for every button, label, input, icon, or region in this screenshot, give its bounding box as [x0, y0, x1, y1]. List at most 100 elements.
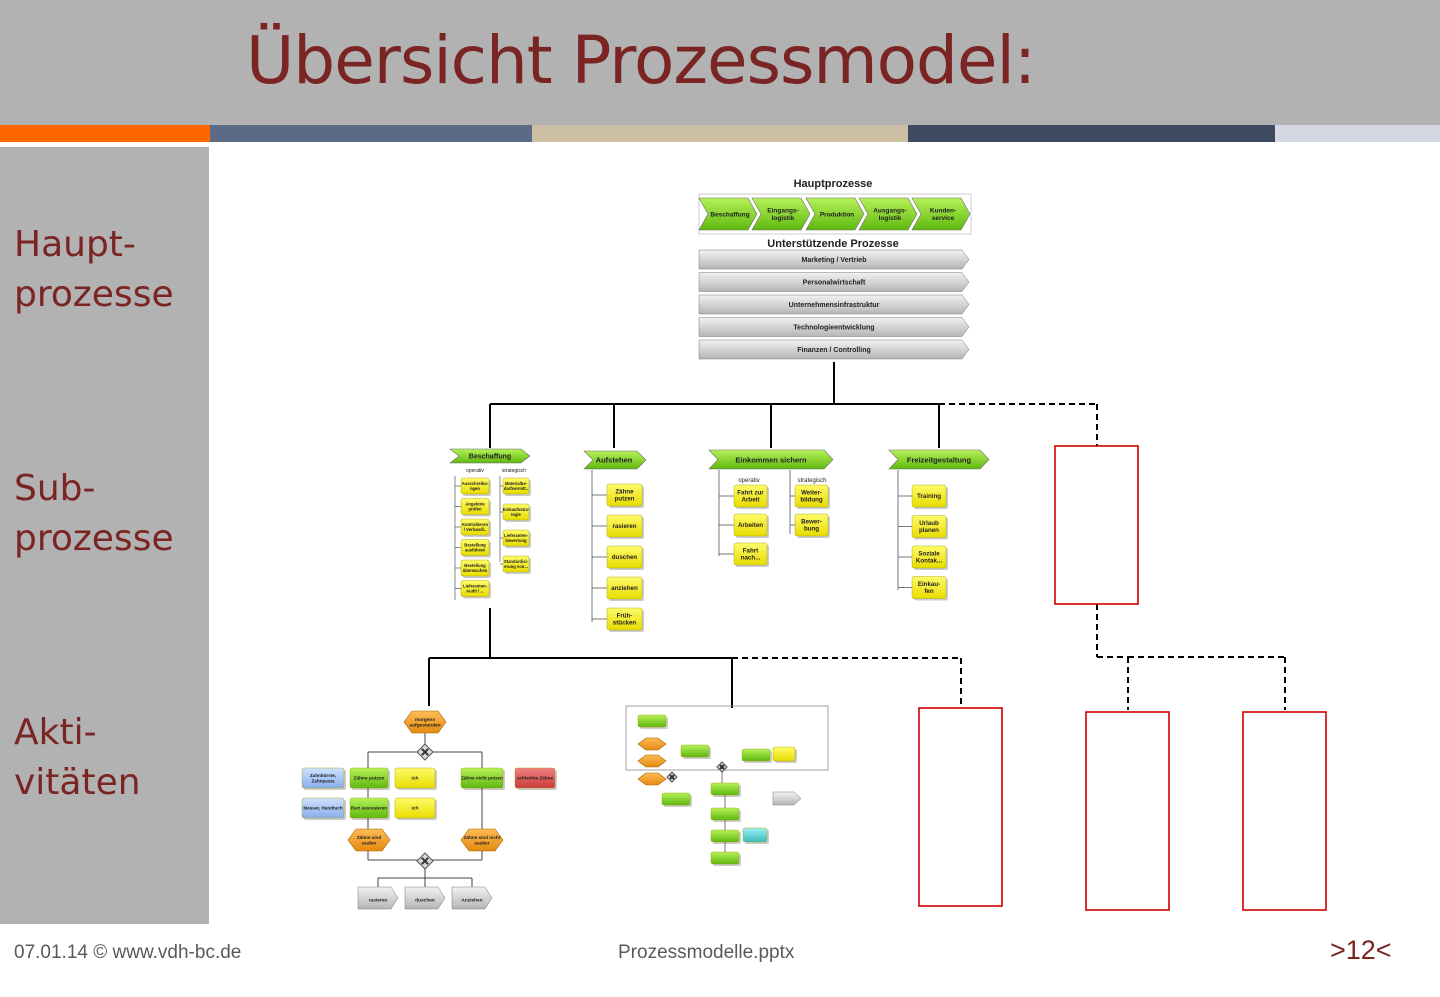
node-label: bewertung	[505, 538, 527, 543]
level-label-line: Akti-	[14, 712, 97, 753]
node-label: Training	[917, 493, 941, 500]
node-label: ausführen	[465, 547, 486, 552]
level-label-line: prozesse	[14, 274, 174, 315]
node-label: prüfen	[468, 506, 481, 511]
primary-process-label: logistik	[879, 215, 902, 222]
primary-process-label: Beschaffung	[710, 211, 749, 218]
subprocess-header-chevron	[708, 449, 834, 470]
primary-process-label: Kunden-	[930, 208, 956, 215]
subprocess-title: Beschaffung	[469, 453, 511, 460]
placeholder-boxes	[918, 445, 1327, 911]
function-node	[710, 829, 740, 843]
accent-stripe-navy	[908, 125, 1275, 142]
subprocess-activity	[502, 529, 530, 547]
column-label: strategisch	[797, 478, 826, 484]
function-node	[710, 782, 740, 796]
level-label-subprozesse: Sub- prozesse	[14, 464, 174, 564]
subprocess-header-chevron	[583, 450, 647, 470]
event-node	[637, 754, 667, 768]
node-label: rasieren	[369, 898, 388, 904]
node-label: Standardisi-	[504, 559, 529, 564]
node-label: erung von...	[504, 564, 528, 569]
node-label: Messer, Handtuch	[303, 806, 343, 811]
node-label: putzen	[615, 496, 635, 503]
process-interface-node	[357, 886, 399, 910]
connector-lines	[428, 362, 1286, 710]
node-label: Lieferanten-	[504, 533, 529, 538]
node-label: planen	[919, 527, 939, 534]
accent-stripe-slate	[210, 125, 532, 142]
support-process-label: Unternehmensinfrastruktur	[789, 302, 880, 309]
node-label: fen	[924, 588, 934, 595]
function-node	[680, 744, 710, 758]
risk-node	[514, 767, 556, 789]
subprocess-activity	[733, 513, 768, 537]
empty-placeholder-box	[1085, 711, 1170, 911]
support-process-label: Personalwirtschaft	[803, 279, 866, 286]
node-label: Zähne nicht putzen	[461, 776, 503, 781]
subprocess-activity	[460, 498, 490, 515]
subprocess-activity	[502, 477, 530, 495]
node-label: Zähne sind nicht	[464, 835, 501, 840]
primary-process-chevron	[698, 197, 758, 231]
subprocess-activity	[460, 580, 490, 597]
column-label: strategisch	[502, 468, 526, 474]
subprocess-activity	[606, 483, 643, 507]
node-label: Soziale	[918, 551, 940, 558]
node-label: Früh-	[617, 613, 633, 620]
event-node	[347, 828, 391, 852]
node-label: Bewer-	[801, 519, 822, 526]
primary-process-chevron	[751, 197, 811, 231]
accent-stripe-lavender	[1275, 125, 1440, 142]
event-node	[637, 772, 667, 786]
support-process-bar	[698, 294, 970, 315]
node-label: überwachen	[463, 568, 488, 573]
node-label: Urlaub	[919, 520, 939, 527]
subprocess-activity	[502, 555, 530, 573]
node-label: morgens	[415, 717, 436, 723]
level-label-line: vitäten	[14, 762, 141, 803]
connector-line	[421, 748, 429, 756]
subprocess-activity	[733, 542, 768, 566]
function-node	[637, 714, 667, 728]
node-label: Anziehen	[461, 898, 482, 904]
resource-node	[301, 767, 345, 789]
accent-stripe-orange	[0, 125, 210, 142]
activity-model-b	[625, 705, 829, 866]
start-event	[403, 710, 447, 734]
empty-placeholder-box	[1242, 711, 1327, 911]
subprocess-activity	[606, 545, 643, 569]
title-bar: Übersicht Prozessmodel:	[0, 0, 1440, 125]
node-label: ich	[412, 806, 419, 812]
level-label-line: prozesse	[14, 518, 174, 559]
node-label: Materialbe-	[505, 481, 528, 486]
process-interface-node	[404, 886, 446, 910]
node-label: ich	[412, 776, 419, 782]
node-label: Einkau-	[918, 581, 940, 588]
subprocess-activity	[911, 484, 947, 508]
subprocess-activity	[606, 576, 643, 600]
node-label: schlechte Zähne	[517, 776, 553, 781]
resource-node	[742, 827, 768, 843]
primary-process-chevron	[858, 197, 918, 231]
node-label: ngen	[470, 486, 480, 491]
value-chain: HauptprozesseBeschaffungEingangs-logisti…	[698, 178, 972, 360]
subprocess-activity	[911, 545, 947, 569]
value-chain-title: Hauptprozesse	[794, 178, 873, 190]
function-node	[741, 748, 771, 762]
node-label: anziehen	[611, 585, 638, 592]
node-label: Fahrt zur	[737, 490, 764, 497]
function-node	[349, 797, 389, 819]
function-node	[349, 767, 389, 789]
node-label: Angebote	[465, 502, 485, 507]
support-process-bar	[698, 249, 970, 270]
node-label: aufgestanden	[409, 722, 440, 728]
page-number: >12<	[1330, 935, 1392, 965]
connector-line	[669, 774, 675, 780]
node-label: Arbeit	[742, 497, 760, 504]
level-label-line: Sub-	[14, 468, 96, 509]
footer-date-website: 07.01.14 © www.vdh-bc.de	[14, 942, 242, 963]
subprocess-title: Aufstehen	[596, 456, 633, 465]
subprocess-activity	[460, 539, 490, 556]
